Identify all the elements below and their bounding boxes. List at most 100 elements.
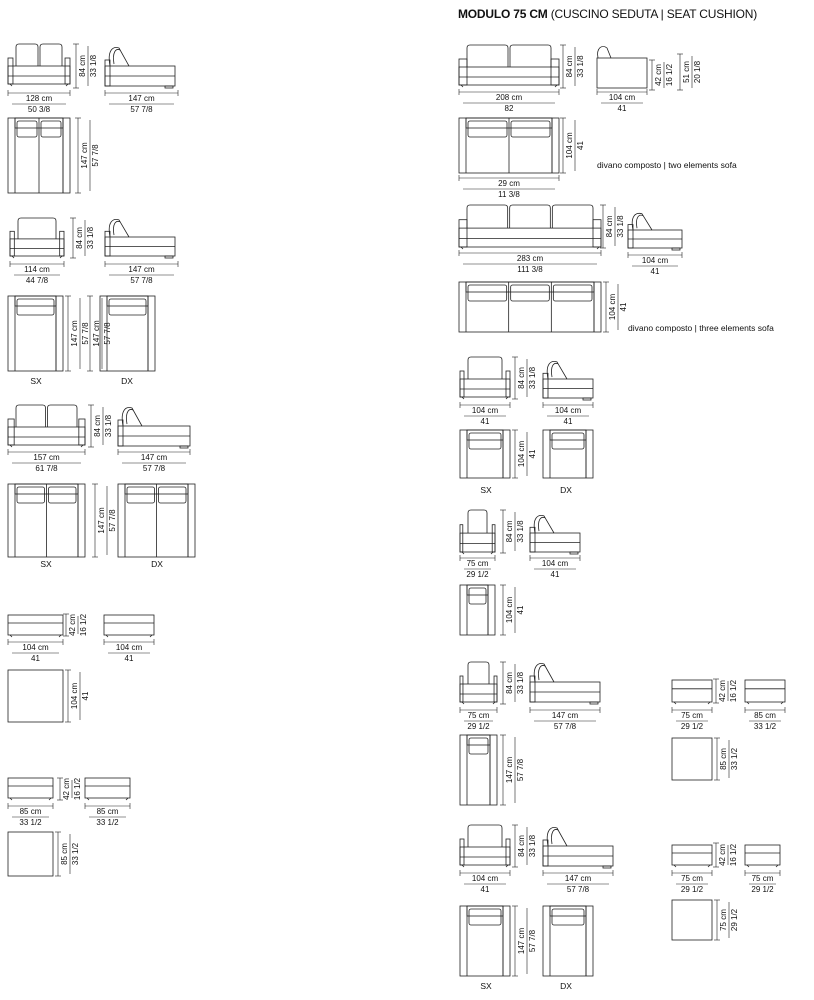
plan-cushion [16,486,45,504]
foot [80,444,84,448]
dimension-label: 85 cm [719,748,728,770]
pouf-plan [671,737,713,781]
dimension-label: 157 cm [33,453,60,462]
dimension-label: 41 [528,449,537,458]
side-view [529,515,581,555]
pouf-body [744,679,786,703]
foot [9,634,13,638]
plan-back [549,429,587,441]
side-back [117,419,124,447]
plan-view [542,429,594,479]
pouf-front [744,679,786,705]
dimension-label: 147 cm [70,320,79,347]
side-foot [582,397,592,401]
pouf-body [671,844,713,866]
cushion-fold [126,409,134,425]
dimension-label: 147 cm [92,320,101,347]
foot [11,255,15,259]
foot [461,864,465,868]
dimension-label: 41 [481,417,490,426]
back-cushion [551,204,594,229]
front-view [458,44,560,88]
armrest [459,524,464,553]
armrest [505,370,511,398]
dimension-label: 104 cm [116,643,143,652]
seat-base [7,65,71,85]
plan-view [459,584,496,636]
dimension-label: 104 cm [565,132,574,159]
foot [673,701,677,705]
front-view [459,356,511,400]
dimension-label: 104 cm [642,256,669,265]
foot [461,551,465,555]
back-cushion [17,217,57,239]
back-cushion [466,204,509,229]
foot [775,864,779,868]
dimension-label: 33 1/2 [754,722,777,731]
plan-view [458,117,560,174]
side-foot [602,865,612,869]
dimension-label: 57 7/8 [143,464,166,473]
dimension-label: 111 3/8 [517,265,543,274]
dimension-label: 147 cm [128,265,155,274]
side-view [104,47,176,89]
foot [505,864,509,868]
drawings-layer [7,43,786,977]
side-cushion [108,219,130,238]
side-cushion [121,407,143,427]
dimension-label: 57 7/8 [130,105,153,114]
cushion-fold [551,829,559,845]
armrest [458,219,468,248]
dimension-label: 84 cm [93,415,102,437]
back-cushion [466,44,509,67]
seat-base [459,532,496,553]
dimension-label: 147 cm [141,453,168,462]
pouf-body [671,679,713,703]
dimension-label: 147 cm [80,142,89,169]
back-cushion [467,356,503,379]
dimension-label: 84 cm [505,520,514,542]
pouf-body [84,777,131,799]
plan-view [459,429,511,479]
plan-back [466,734,491,746]
variant-label: SX [30,376,42,386]
dimension-label: 33 1/8 [616,215,625,238]
dimension-label: 85 cm [20,807,42,816]
dimension-label: 85 cm [754,711,776,720]
side-foot [569,551,579,555]
side-back [542,372,549,399]
plan-cushion [468,737,489,755]
dimension-label: 84 cm [75,227,84,249]
armrest [459,838,465,866]
side-cushion [546,361,568,380]
plan-cushion [158,486,187,504]
plan-cushion [510,120,551,138]
pouf-body [7,777,54,799]
armrest [78,418,86,446]
dimension-label: 33 1/8 [89,54,98,77]
dimension-label: 33 1/8 [528,834,537,857]
back-cushion [15,43,39,66]
side-foot [589,701,599,705]
dimension-label: 84 cm [517,367,526,389]
armrest [505,838,511,866]
dimension-label: 75 cm [681,874,703,883]
dimension-label: 20 1/8 [693,60,702,83]
foot [125,797,129,801]
plan-cushion [16,120,38,138]
foot [9,83,13,87]
foot [86,797,90,801]
pouf-front [7,777,54,801]
dimension-label: 57 7/8 [91,144,100,167]
side-view [529,663,601,705]
dimension-label: 104 cm [555,406,582,415]
armrest [592,219,602,248]
dimension-label: 84 cm [78,55,87,77]
side-back [104,59,111,87]
foot [554,84,558,88]
dimension-label: 33 1/2 [71,842,80,865]
dimension-label: 104 cm [472,874,499,883]
plan-view [7,295,64,372]
variant-label: DX [121,376,133,386]
dimension-label: 41 [564,417,573,426]
